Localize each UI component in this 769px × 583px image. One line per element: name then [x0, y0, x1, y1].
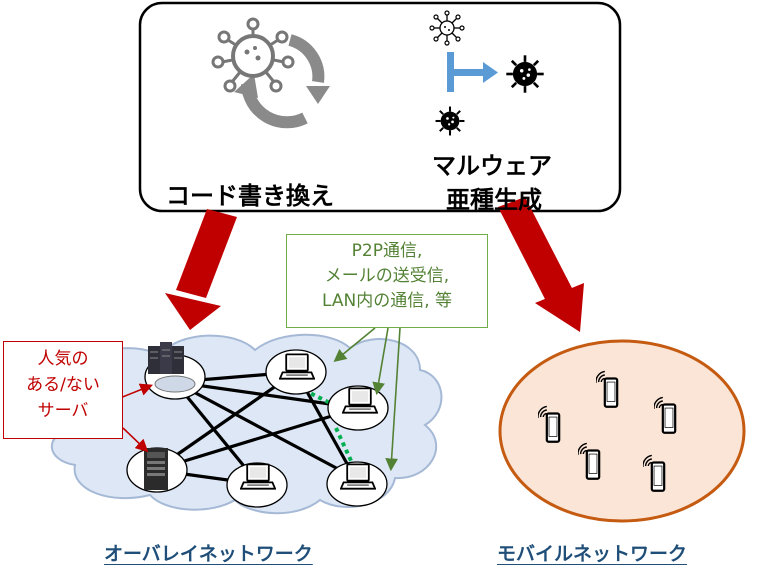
code-rewrite-label: コード書き換え: [166, 182, 334, 210]
malware-variant-label-line1: マルウェア: [432, 152, 552, 180]
mobile-network-title: モバイルネットワーク: [497, 543, 688, 565]
communication-note: P2P通信, メールの送受信, LAN内の通信, 等: [286, 234, 488, 328]
malware-variant-label-line2: 亜種生成: [446, 186, 542, 214]
communication-note-line1: P2P通信,: [351, 241, 423, 261]
server-rack-icon: [148, 342, 196, 393]
large-dark-virus-icon: [504, 53, 546, 95]
server-popularity-line1: 人気の: [37, 349, 89, 369]
communication-note-line3: LAN内の通信, 等: [321, 291, 452, 311]
server-popularity-line3: サーバ: [37, 401, 89, 421]
small-dark-virus-icon: [434, 105, 466, 137]
mobile-network-oval: [498, 339, 746, 523]
server-popularity-note: 人気の ある/ない サーバ: [3, 341, 123, 439]
communication-note-line2: メールの送受信,: [324, 266, 450, 286]
small-outline-virus-icon: [429, 10, 465, 46]
server-tower-icon: [144, 448, 168, 490]
overlay-network-title: オーバレイネットワーク: [104, 543, 313, 565]
comm-callout-arrows: [333, 327, 401, 472]
red-arrow-left: [165, 209, 237, 330]
server-popularity-line2: ある/ない: [26, 375, 100, 395]
code-rewrite-virus-icon: [211, 17, 330, 129]
red-arrow-right: [498, 197, 584, 332]
blue-inhibit-arrow-icon: [447, 52, 498, 92]
server-callout-arrows: [119, 383, 153, 453]
